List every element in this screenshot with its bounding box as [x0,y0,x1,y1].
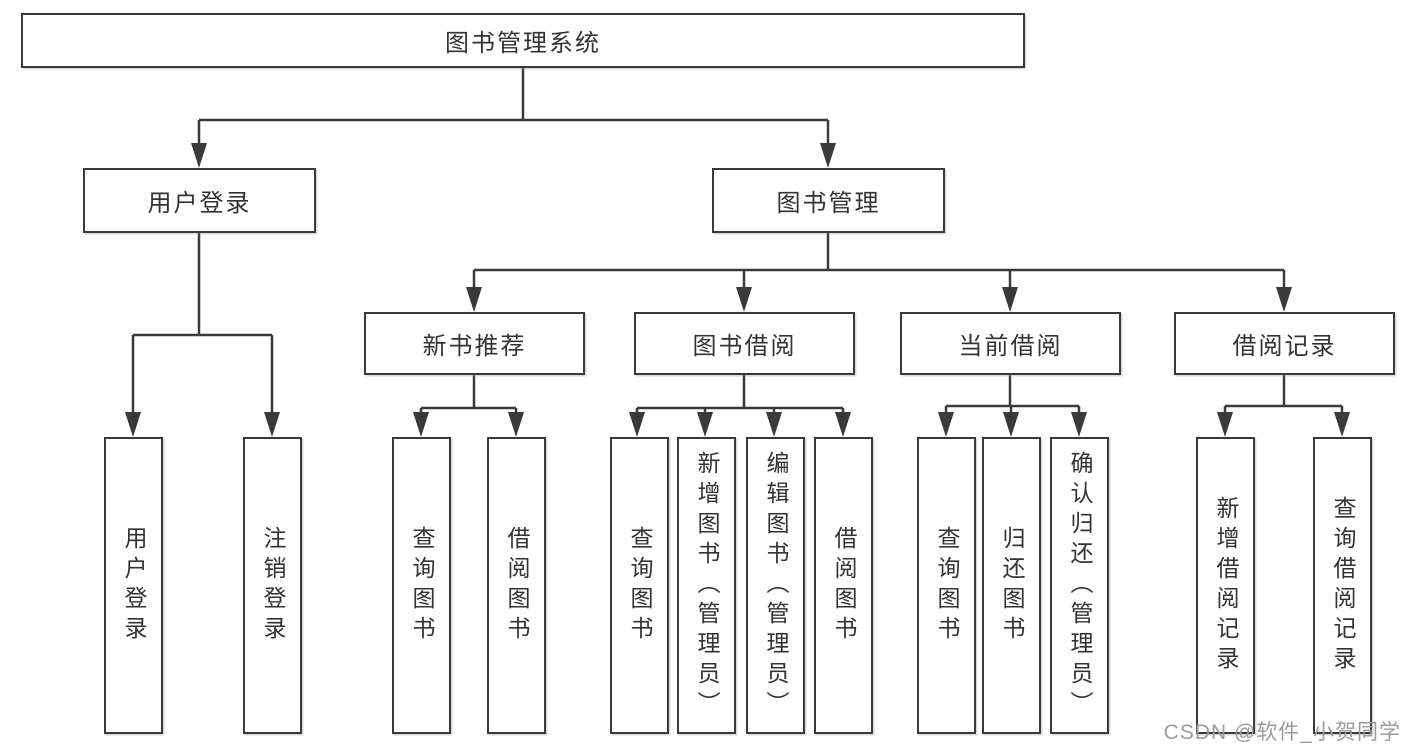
arrow-down-icon [466,287,482,312]
arrow-down-icon [125,412,141,437]
leaf-label: 借阅图书 [831,525,857,646]
arrow-down-icon [1002,287,1018,312]
leaf-records-add-borrow-record: 新增借阅记录 [1196,437,1255,734]
node-book-management: 图书管理 [712,168,945,233]
leaf-logout: 注销登录 [243,437,302,734]
arrow-down-icon [1071,412,1087,437]
node-root-book-management-system: 图书管理系统 [21,13,1025,68]
leaf-user-login: 用户登录 [104,437,163,734]
leaf-label: 新增借阅记录 [1213,495,1239,676]
leaf-newbooks-borrow-books: 借阅图书 [487,437,546,734]
arrow-down-icon [1276,287,1292,312]
leaf-label: 查询图书 [934,525,960,646]
leaf-current-confirm-return-admin: 确认归还（管理员） [1050,437,1109,734]
leaf-borrow-edit-books-admin: 编辑图书（管理员） [746,437,805,734]
node-label: 图书借阅 [692,333,797,360]
node-borrow-records: 借阅记录 [1174,312,1395,375]
node-label: 图书管理 [776,190,881,217]
arrow-down-icon [629,412,645,437]
leaf-borrow-add-books-admin: 新增图书（管理员） [677,437,736,734]
node-label: 图书管理系统 [445,30,601,57]
arrow-down-icon [835,412,851,437]
leaf-current-query-books: 查询图书 [917,437,976,734]
leaf-current-return-books: 归还图书 [982,437,1041,734]
leaf-label: 编辑图书（管理员） [763,450,789,721]
arrow-down-icon [1003,412,1019,437]
node-label: 当前借阅 [958,333,1063,360]
arrow-down-icon [413,412,429,437]
leaf-label: 查询图书 [627,525,653,646]
arrow-down-icon [736,287,752,312]
leaf-newbooks-query-books: 查询图书 [392,437,451,734]
leaf-label: 查询图书 [409,525,435,646]
node-user-login: 用户登录 [83,168,316,233]
arrow-down-icon [766,412,782,437]
csdn-watermark: CSDN @软件_小贺同学 [1163,721,1401,744]
node-current-borrow: 当前借阅 [900,312,1121,375]
leaf-records-query-borrow-record: 查询借阅记录 [1313,437,1372,734]
node-label: 用户登录 [147,190,252,217]
node-label: 借阅记录 [1232,333,1337,360]
leaf-label: 归还图书 [999,525,1025,646]
leaf-borrow-query-books: 查询图书 [610,437,669,734]
leaf-label: 查询借阅记录 [1330,495,1356,676]
leaf-label: 新增图书（管理员） [694,450,720,721]
arrow-down-icon [191,143,207,168]
arrow-down-icon [1334,412,1350,437]
leaf-label: 确认归还（管理员） [1067,450,1093,721]
leaf-label: 用户登录 [121,525,147,646]
arrow-down-icon [508,412,524,437]
node-label: 新书推荐 [422,333,527,360]
node-book-borrow: 图书借阅 [634,312,855,375]
arrow-down-icon [264,412,280,437]
leaf-label: 注销登录 [260,525,286,646]
arrow-down-icon [1217,412,1233,437]
arrow-down-icon [820,143,836,168]
arrow-down-icon [697,412,713,437]
arrow-down-icon [938,412,954,437]
leaf-label: 借阅图书 [504,525,530,646]
node-new-book-recommend: 新书推荐 [364,312,585,375]
leaf-borrow-borrow-books: 借阅图书 [814,437,873,734]
